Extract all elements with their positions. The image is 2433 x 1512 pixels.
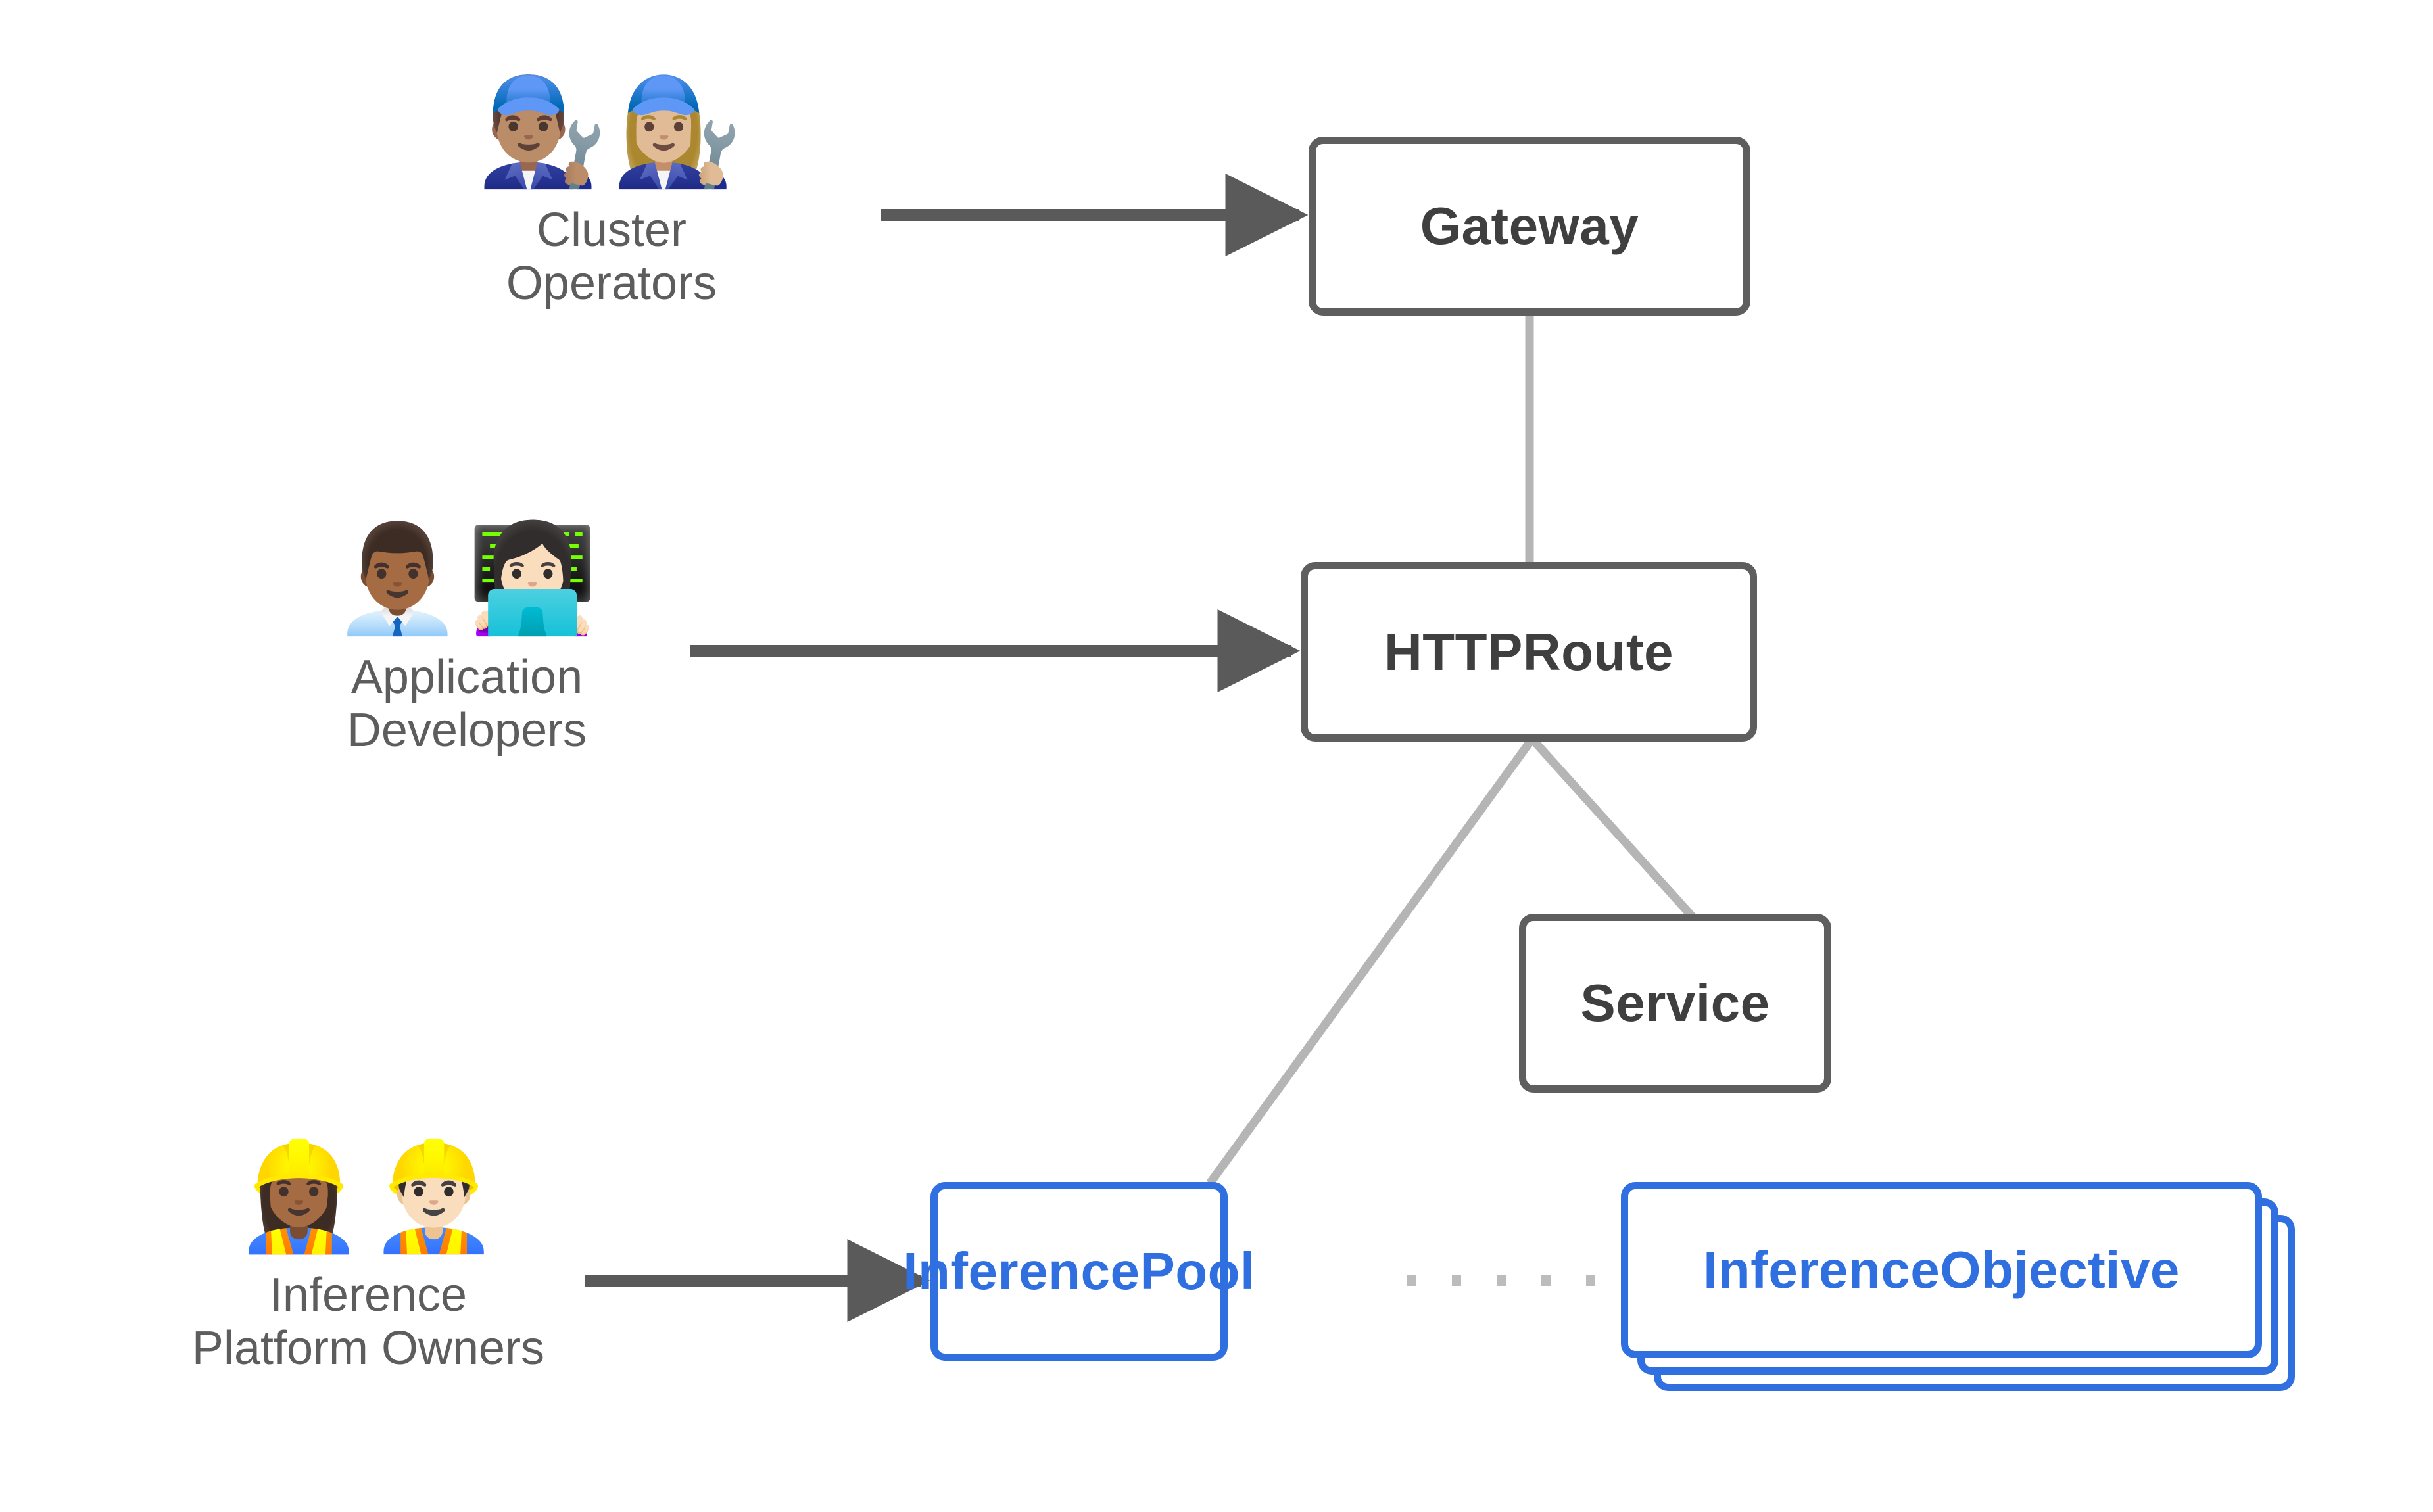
application-developers-emoji: 👨🏾‍💼👩🏻‍💻	[331, 517, 602, 640]
node-service[interactable]: Service	[1519, 914, 1831, 1093]
edge-httproute-to-inferencepool	[1206, 736, 1536, 1186]
cluster-operators-emoji: 👨🏽‍🔧👩🏼‍🔧	[476, 70, 747, 193]
node-inferenceobjective-label: InferenceObjective	[1703, 1240, 2180, 1299]
persona-cluster-operators: 👨🏽‍🔧👩🏼‍🔧 Cluster Operators	[395, 79, 829, 310]
application-developers-label: Application Developers	[347, 651, 587, 757]
node-inferencepool[interactable]: InferencePool	[903, 1182, 1255, 1361]
inference-platform-owners-label: Inference Platform Owners	[191, 1269, 545, 1375]
inference-platform-owners-emoji: 👷🏾‍♀️👷🏻‍♂️	[233, 1135, 504, 1258]
node-httproute-label: HTTPRoute	[1384, 622, 1674, 681]
node-gateway-label: Gateway	[1420, 197, 1639, 255]
node-service-label: Service	[1580, 974, 1770, 1032]
node-httproute[interactable]: HTTPRoute	[1301, 562, 1757, 742]
inferenceobjective-stack-layer-front[interactable]: InferenceObjective	[1621, 1182, 2262, 1358]
node-gateway[interactable]: Gateway	[1309, 137, 1750, 316]
edge-httproute-to-service	[1529, 736, 1697, 921]
node-inferencepool-label: InferencePool	[903, 1242, 1255, 1300]
cluster-operators-label: Cluster Operators	[506, 204, 717, 310]
node-inferenceobjective[interactable]: InferenceObjective	[1621, 1182, 2331, 1406]
persona-inference-platform-owners: 👷🏾‍♀️👷🏻‍♂️ Inference Platform Owners	[102, 1144, 635, 1375]
persona-application-developers: 👨🏾‍💼👩🏻‍💻 Application Developers	[250, 526, 684, 757]
